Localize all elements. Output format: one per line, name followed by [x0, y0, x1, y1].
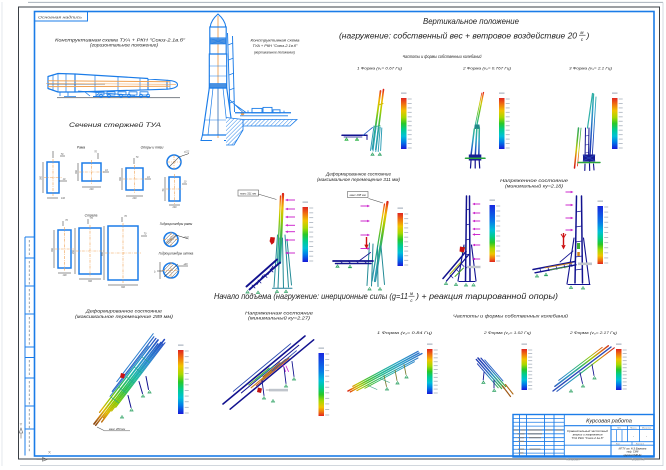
- svg-text:с: с: [410, 298, 413, 303]
- svg-text:макс 288 мм: макс 288 мм: [350, 193, 366, 197]
- svg-text:Частоты и формы собственных ко: Частоты и формы собственных колебаний: [453, 313, 568, 320]
- svg-text:Напряженная состояние: Напряженная состояние: [245, 311, 314, 316]
- svg-text:Y: Y: [20, 422, 23, 427]
- svg-text:Копировал: Копировал: [567, 458, 580, 462]
- svg-text:⌀122: ⌀122: [184, 150, 190, 153]
- svg-text:макс 311 мм: макс 311 мм: [240, 192, 256, 196]
- svg-text:ТУА РКН "Союз-2.1в.б": ТУА РКН "Союз-2.1в.б": [571, 436, 604, 440]
- svg-text:Гидроцилиндры штока: Гидроцилиндры штока: [159, 252, 194, 256]
- svg-text:⌀122: ⌀122: [183, 236, 189, 239]
- svg-text:анализ и напряжения: анализ и напряжения: [573, 433, 603, 437]
- svg-text:300: 300: [88, 280, 93, 283]
- svg-text:70: 70: [65, 219, 68, 222]
- svg-text:Деформированное состояние: Деформированное состояние: [325, 172, 391, 177]
- svg-text:каф. СМ8: каф. СМ8: [627, 450, 639, 454]
- svg-text:Вертикальное положение: Вертикальное положение: [423, 16, 519, 26]
- svg-text:100: 100: [61, 197, 66, 200]
- svg-text:240: 240: [132, 197, 138, 200]
- svg-text:Масса: Масса: [630, 428, 637, 430]
- svg-text:Напряженное состояние: Напряженное состояние: [500, 178, 569, 183]
- svg-text:ТУА + РКН "Союз-2.1в.б": ТУА + РКН "Союз-2.1в.б": [253, 43, 299, 48]
- svg-text:300: 300: [121, 286, 126, 289]
- svg-text:м: м: [580, 30, 584, 35]
- svg-text:240: 240: [89, 188, 95, 191]
- svg-text:Гидроцилиндры рамы: Гидроцилиндры рамы: [160, 222, 193, 226]
- svg-text:10: 10: [63, 178, 66, 181]
- svg-text:м: м: [410, 291, 413, 296]
- svg-text:Конструктивная схема ТУА + РКН: Конструктивная схема ТУА + РКН "Союз-2.1…: [55, 38, 186, 43]
- svg-text:): ): [586, 31, 590, 41]
- svg-text:10: 10: [105, 169, 108, 172]
- svg-text:10: 10: [147, 176, 150, 179]
- svg-text:70: 70: [144, 232, 147, 235]
- svg-text:Формат A1: Формат A1: [631, 458, 645, 462]
- svg-text:Основная надпись: Основная надпись: [38, 15, 82, 19]
- svg-text:Начало подъема (нагружение: ин: Начало подъема (нагружение: инерционные …: [214, 291, 408, 301]
- svg-text:Конструктивная схема: Конструктивная схема: [251, 38, 301, 43]
- svg-text:1 Форма (ν₁= 0.67 Гц): 1 Форма (ν₁= 0.67 Гц): [357, 67, 402, 71]
- svg-text:70: 70: [61, 153, 64, 156]
- svg-text:100: 100: [63, 274, 68, 277]
- svg-text:-: -: [633, 434, 634, 438]
- svg-text:Лист: Лист: [616, 444, 621, 446]
- svg-text:240: 240: [172, 206, 178, 209]
- svg-text:) + реакция тарированной опоры: ) + реакция тарированной опоры): [415, 291, 558, 301]
- svg-text:(минимальный ку=2.27): (минимальный ку=2.27): [248, 316, 311, 321]
- svg-text:X: X: [48, 450, 51, 455]
- svg-text:(горизонтальное положение): (горизонтальное положение): [90, 43, 159, 48]
- svg-text:50: 50: [162, 188, 165, 191]
- svg-text:300: 300: [40, 175, 43, 180]
- svg-text:70: 70: [90, 217, 93, 220]
- svg-text:300: 300: [119, 176, 122, 181]
- svg-text:⌀90: ⌀90: [183, 263, 188, 266]
- svg-text:Курсовая работа: Курсовая работа: [586, 419, 632, 425]
- svg-text:Деформированное состояние: Деформированное состояние: [85, 309, 163, 314]
- svg-text:600: 600: [101, 251, 104, 256]
- svg-text:70: 70: [136, 156, 139, 159]
- svg-text:2 Форма (ν₂= 1.02 Гц): 2 Форма (ν₂= 1.02 Гц): [483, 331, 531, 335]
- svg-text:70: 70: [155, 270, 157, 273]
- svg-text:3 Форма (ν₃= 2.1 Гц): 3 Форма (ν₃= 2.1 Гц): [569, 67, 612, 71]
- svg-text:300: 300: [75, 169, 78, 174]
- svg-text:10: 10: [184, 180, 187, 183]
- svg-text:Масштаб: Масштаб: [642, 428, 652, 430]
- svg-text:70: 70: [94, 151, 97, 154]
- svg-text:2 Форма (ν₃= 2.17 Гц): 2 Форма (ν₃= 2.17 Гц): [569, 331, 617, 335]
- svg-text:Сравнительный частотный: Сравнительный частотный: [567, 429, 608, 433]
- svg-text:Опоры и тяги: Опоры и тяги: [141, 146, 164, 150]
- svg-text:Лит.: Лит.: [617, 428, 621, 430]
- svg-text:2 Форма (ν₂= 0.767 Гц): 2 Форма (ν₂= 0.767 Гц): [462, 67, 511, 71]
- svg-text:Рама: Рама: [77, 146, 85, 150]
- svg-text:300: 300: [51, 247, 54, 252]
- svg-text:400: 400: [72, 249, 75, 254]
- svg-text:Стрела: Стрела: [85, 214, 98, 218]
- svg-text:макс 289 мм: макс 289 мм: [109, 427, 125, 431]
- svg-text:70: 70: [124, 215, 127, 218]
- svg-text:Частоты и формы собственных ко: Частоты и формы собственных колебаний: [403, 53, 482, 59]
- svg-text:с: с: [581, 37, 584, 42]
- svg-text:МГТУ им. Н.Э.Баумана: МГТУ им. Н.Э.Баумана: [619, 446, 647, 450]
- svg-text:(максимальное перемещение 311: (максимальное перемещение 311 мм): [317, 177, 400, 182]
- svg-text:Сечения стержней ТУА: Сечения стержней ТУА: [69, 121, 162, 129]
- svg-text:(минимальный ку=2.18): (минимальный ку=2.18): [505, 182, 564, 188]
- svg-text:(вертикальное положение): (вертикальное положение): [254, 50, 296, 55]
- svg-text:(максимальное перемещение 289: (максимальное перемещение 289 мм): [75, 314, 174, 319]
- svg-text:-: -: [646, 434, 647, 438]
- svg-text:1 Форма (ν₁= 0.84 Гц): 1 Форма (ν₁= 0.84 Гц): [377, 331, 432, 335]
- svg-text:Листов 1: Листов 1: [636, 444, 645, 446]
- svg-text:группа СМ8-41: группа СМ8-41: [623, 453, 642, 457]
- svg-text:(нагружение: собственный вес +: (нагружение: собственный вес + ветровое …: [339, 31, 577, 41]
